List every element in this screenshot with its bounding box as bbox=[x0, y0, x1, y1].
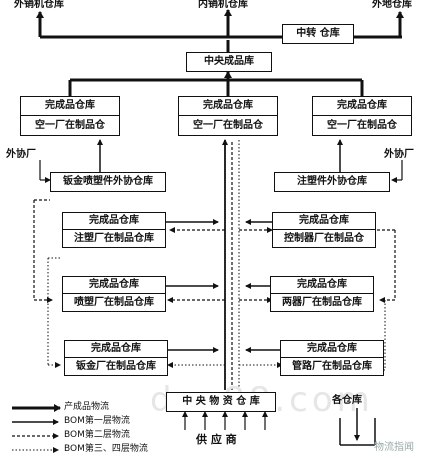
factory-block-1: 完成品仓库 空一厂在制品仓 bbox=[20, 96, 120, 136]
legend-bom-level2: BOM第二层物流 bbox=[64, 430, 130, 440]
supplier-label: 供 应 商 bbox=[196, 433, 237, 446]
export-warehouse-label: 外销机仓库 bbox=[14, 0, 64, 10]
factory-block-wip: 空一厂在制品仓 bbox=[327, 119, 397, 131]
factory-block-2: 完成品仓库 空一厂在制品仓 bbox=[178, 96, 278, 136]
central-materials-warehouse: 中 央 物 资 仓 库 bbox=[166, 392, 276, 412]
sub-factory-controller: 完成品仓库 控制器厂在制品仓 bbox=[272, 212, 376, 248]
sub-factory-wip: 喷塑厂在制品仓库 bbox=[74, 296, 154, 308]
legend-bom-level3-4: BOM第三、四层物流 bbox=[64, 444, 148, 454]
factory-block-finished: 完成品仓库 bbox=[179, 97, 277, 116]
sheetmetal-outsource-warehouse: 钣金喷塑件外协仓库 bbox=[50, 172, 166, 192]
sub-factory-piping: 完成品仓库 管路厂在制品仓库 bbox=[280, 340, 384, 376]
factory-block-3: 完成品仓库 空一厂在制品仓 bbox=[312, 96, 412, 136]
warehouse-legend-label: 各仓库 bbox=[332, 395, 362, 406]
sub-factory-wip: 钣金厂在制品仓库 bbox=[76, 360, 156, 372]
injection-outsource-warehouse: 注塑件外协仓库 bbox=[274, 172, 390, 192]
sub-factory-heat-exchanger: 完成品仓库 两器厂在制品仓库 bbox=[270, 276, 374, 312]
outsource-label-right: 外协厂 bbox=[384, 149, 414, 160]
sub-factory-finished: 完成品仓库 bbox=[273, 213, 375, 230]
sub-factory-wip: 注塑厂在制品仓库 bbox=[74, 232, 154, 244]
wechat-badge: 物流指闻 bbox=[374, 442, 414, 453]
outsource-label-left: 外协厂 bbox=[6, 149, 36, 160]
transfer-warehouse: 中转 仓库 bbox=[282, 24, 354, 44]
sub-factory-sheetmetal: 完成品仓库 钣金厂在制品仓库 bbox=[64, 340, 168, 376]
factory-block-finished: 完成品仓库 bbox=[313, 97, 411, 116]
sub-factory-wip: 控制器厂在制品仓 bbox=[284, 232, 364, 244]
local-warehouse-label: 外地仓库 bbox=[372, 0, 412, 10]
factory-block-wip: 空一厂在制品仓 bbox=[193, 119, 263, 131]
factory-block-wip: 空一厂在制品仓 bbox=[35, 119, 105, 131]
legend-bom-level1: BOM第一层物流 bbox=[64, 416, 130, 426]
sub-factory-finished: 完成品仓库 bbox=[281, 341, 383, 358]
sub-factory-finished: 完成品仓库 bbox=[63, 277, 165, 294]
sub-factory-wip: 管路厂在制品仓库 bbox=[292, 360, 372, 372]
sub-factory-spray: 完成品仓库 喷塑厂在制品仓库 bbox=[62, 276, 166, 312]
central-finished-goods-warehouse: 中央成品库 bbox=[186, 52, 272, 72]
sub-factory-finished: 完成品仓库 bbox=[65, 341, 167, 358]
legend-finished-goods: 产成品物流 bbox=[64, 402, 110, 412]
sub-factory-injection: 完成品仓库 注塑厂在制品仓库 bbox=[62, 212, 166, 248]
sub-factory-wip: 两器厂在制品仓库 bbox=[282, 296, 362, 308]
sub-factory-finished: 完成品仓库 bbox=[271, 277, 373, 294]
sub-factory-finished: 完成品仓库 bbox=[63, 213, 165, 230]
domestic-warehouse-label: 内销机仓库 bbox=[198, 0, 248, 10]
factory-block-finished: 完成品仓库 bbox=[21, 97, 119, 116]
